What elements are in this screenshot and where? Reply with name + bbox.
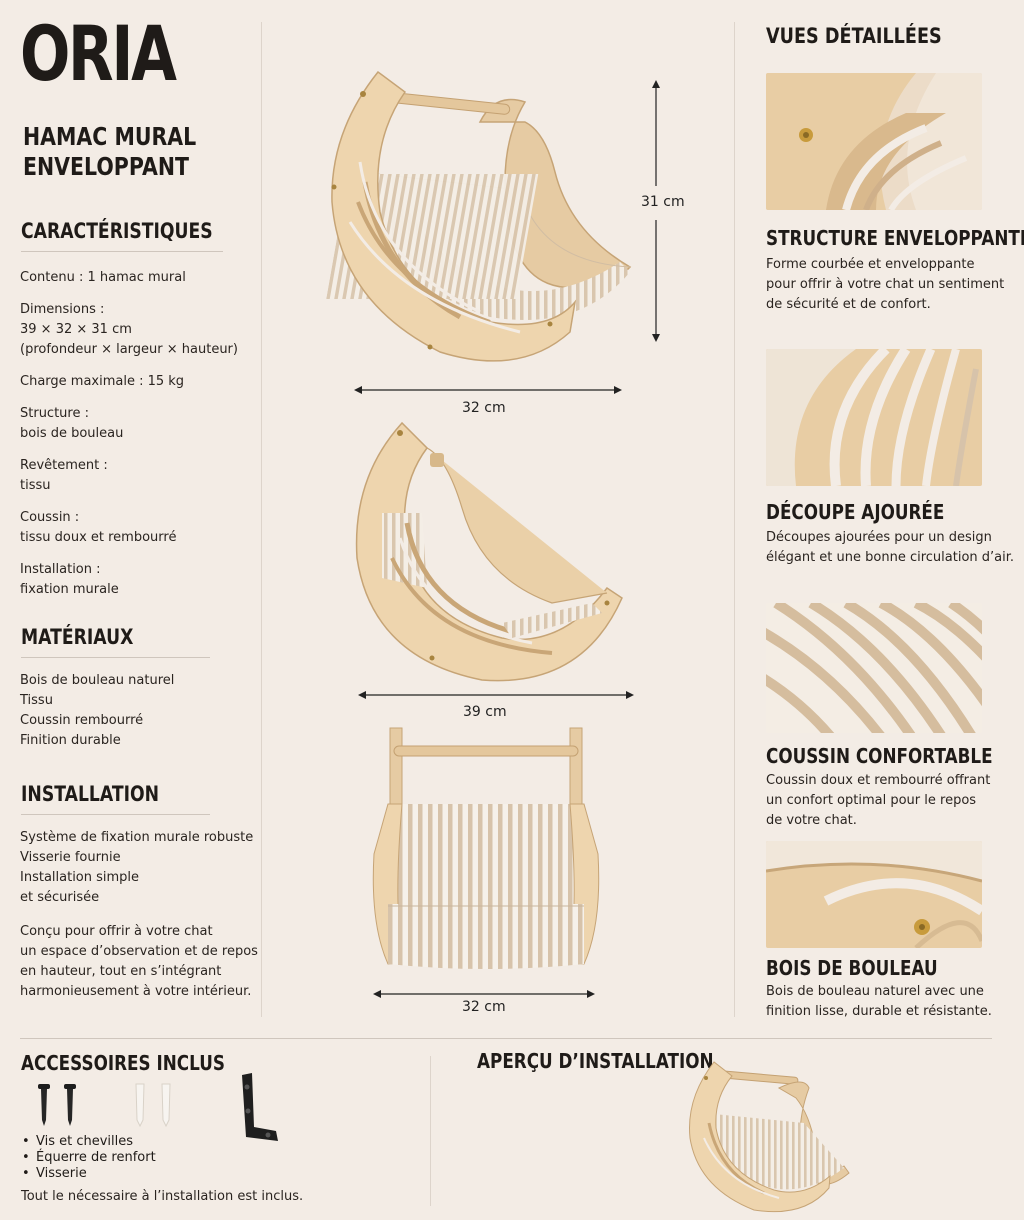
feature-title-coussin: COUSSIN CONFORTABLE (766, 744, 993, 768)
feature-desc-coussin: Coussin doux et rembourré offrant un con… (766, 771, 1006, 831)
column-divider (261, 22, 262, 1017)
divider (21, 251, 223, 252)
brand-name: ORIA (20, 9, 177, 98)
feature-title-bois: BOIS DE BOULEAU (766, 956, 938, 980)
spec-line: Charge maximale : 15 kg (20, 374, 185, 389)
desc-line: Coussin doux et rembourré offrant (766, 773, 991, 788)
width-arrow-front (354, 386, 622, 394)
depth-arrow-side (358, 691, 634, 699)
detail-photo-structure (766, 73, 982, 210)
front-width-label: 32 cm (462, 400, 506, 416)
spec-line: Revêtement : (20, 458, 108, 473)
list-item: Visserie fournie (20, 850, 121, 865)
wall-plug-icon (135, 1083, 171, 1128)
paragraph-line: en hauteur, tout en s’intégrant (20, 964, 222, 979)
desc-line: de votre chat. (766, 813, 857, 828)
height-arrow (652, 80, 660, 342)
materiaux-section: MATÉRIAUX (21, 625, 226, 658)
paragraph-line: un espace d’observation et de repos (20, 944, 258, 959)
spec-line: Structure : (20, 406, 89, 421)
bottom-column-divider (430, 1056, 431, 1206)
product-view-front (326, 70, 632, 362)
back-width-label: 32 cm (462, 999, 506, 1015)
desc-line: finition lisse, durable et résistante. (766, 1004, 992, 1019)
apercu-title: APERÇU D’INSTALLATION (477, 1049, 714, 1073)
installation-paragraph: Conçu pour offrir à votre chat un espace… (20, 922, 260, 1002)
list-item: Tissu (20, 693, 53, 708)
spec-structure: Structure : bois de bouleau (20, 404, 245, 444)
spec-line: Coussin : (20, 510, 80, 525)
subtitle-line-1: HAMAC MURAL (23, 122, 197, 151)
list-item: Système de fixation murale robuste (20, 830, 254, 845)
spec-line: Dimensions : (20, 302, 105, 317)
desc-line: un confort optimal pour le repos (766, 793, 977, 808)
detail-photo-decoupe (766, 349, 982, 486)
caracteristiques-section: CARACTÉRISTIQUES (21, 219, 226, 252)
subtitle-line-2: ENVELOPPANT (23, 152, 189, 181)
feature-desc-bois: Bois de bouleau naturel avec une finitio… (766, 982, 1006, 1022)
desc-line: Forme courbée et enveloppante (766, 257, 975, 272)
spec-dimensions: Dimensions : 39 × 32 × 31 cm (profondeur… (20, 300, 245, 360)
feature-title-decoupe: DÉCOUPE AJOURÉE (766, 500, 945, 524)
accessoires-note: Tout le nécessaire à l’installation est … (21, 1189, 304, 1204)
installation-list: Système de fixation murale robuste Visse… (20, 828, 255, 908)
height-label: 31 cm (641, 194, 685, 210)
product-view-side (355, 421, 623, 682)
spec-line: 39 × 32 × 31 cm (20, 322, 132, 337)
paragraph-line: harmonieusement à votre intérieur. (20, 984, 252, 999)
installation-title: INSTALLATION (21, 782, 160, 806)
desc-line: pour offrir à votre chat un sentiment (766, 277, 1005, 292)
desc-line: élégant et une bonne circulation d’air. (766, 550, 1015, 565)
spec-line: Contenu : 1 hamac mural (20, 270, 186, 285)
caracteristiques-title: CARACTÉRISTIQUES (21, 219, 213, 243)
installation-section: INSTALLATION (21, 782, 226, 815)
screw-icon (38, 1084, 76, 1126)
side-depth-label: 39 cm (463, 704, 507, 720)
spec-revetement: Revêtement : tissu (20, 456, 245, 496)
width-arrow-back (373, 990, 595, 998)
list-item: Équerre de renfort (22, 1150, 282, 1166)
feature-desc-decoupe: Découpes ajourées pour un design élégant… (766, 528, 1016, 568)
materiaux-title: MATÉRIAUX (21, 625, 134, 649)
detail-photo-bois (766, 841, 982, 948)
feature-desc-structure: Forme courbée et enveloppante pour offri… (766, 255, 1006, 315)
list-item: Finition durable (20, 733, 121, 748)
list-item: Coussin rembourré (20, 713, 144, 728)
detail-photo-coussin (766, 603, 982, 733)
spec-line: Installation : (20, 562, 101, 577)
list-item: Installation simple (20, 870, 140, 885)
spec-line: tissu doux et rembourré (20, 530, 177, 545)
spec-line: tissu (20, 478, 51, 493)
spec-installation: Installation : fixation murale (20, 560, 245, 600)
installation-preview-image (689, 1061, 850, 1213)
materiaux-list: Bois de bouleau naturel Tissu Coussin re… (20, 671, 245, 751)
desc-line: de sécurité et de confort. (766, 297, 931, 312)
product-view-back (372, 727, 600, 969)
spec-contenu: Contenu : 1 hamac mural (20, 268, 245, 288)
product-subtitle: HAMAC MURAL ENVELOPPANT (23, 122, 196, 182)
desc-line: Découpes ajourées pour un design (766, 530, 992, 545)
divider (21, 657, 210, 658)
paragraph-line: Conçu pour offrir à votre chat (20, 924, 213, 939)
list-item: Visserie (22, 1166, 282, 1182)
list-item: et sécurisée (20, 890, 100, 905)
spec-line: (profondeur × largeur × hauteur) (20, 342, 238, 357)
list-item: Vis et chevilles (22, 1134, 282, 1150)
feature-title-structure: STRUCTURE ENVELOPPANTE (766, 226, 1024, 250)
column-divider (734, 22, 735, 1017)
spec-coussin: Coussin : tissu doux et rembourré (20, 508, 245, 548)
spec-line: bois de bouleau (20, 426, 124, 441)
bottom-divider (20, 1038, 992, 1039)
list-item: Bois de bouleau naturel (20, 673, 175, 688)
vues-title: VUES DÉTAILLÉES (766, 24, 942, 48)
desc-line: Bois de bouleau naturel avec une (766, 984, 984, 999)
spec-line: fixation murale (20, 582, 119, 597)
divider (21, 814, 210, 815)
accessoires-list: Vis et chevilles Équerre de renfort Viss… (22, 1134, 282, 1182)
spec-charge: Charge maximale : 15 kg (20, 372, 245, 392)
accessoires-title: ACCESSOIRES INCLUS (21, 1051, 225, 1075)
caracteristiques-list: Contenu : 1 hamac mural Dimensions : 39 … (20, 268, 245, 612)
